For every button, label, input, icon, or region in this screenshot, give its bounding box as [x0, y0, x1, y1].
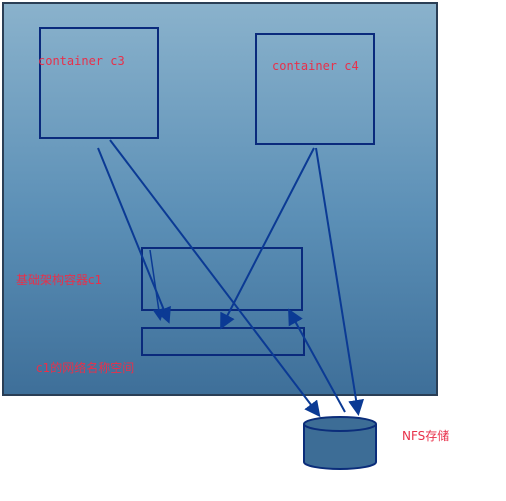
network-namespace-label: c1的网络名称空间 [36, 360, 134, 375]
arrow-base-to-namespace [149, 249, 165, 321]
container-c4-box [255, 33, 375, 145]
container-c3-label: container c3 [38, 54, 125, 68]
container-c3-box [39, 27, 159, 139]
arrow-nfs-to-namespace [288, 308, 346, 413]
base-container-label: 基础架构容器c1 [16, 272, 102, 287]
arrow-c4-to-nfs [315, 147, 365, 416]
container-c4-label: container c4 [272, 59, 359, 73]
nfs-storage-cylinder [303, 416, 377, 470]
arrow-c4-to-namespace [220, 147, 315, 330]
base-container-box [141, 247, 303, 311]
nfs-storage-label: NFS存储 [402, 428, 449, 443]
arrow-c3-to-nfs [109, 139, 321, 418]
host-panel [2, 2, 438, 396]
